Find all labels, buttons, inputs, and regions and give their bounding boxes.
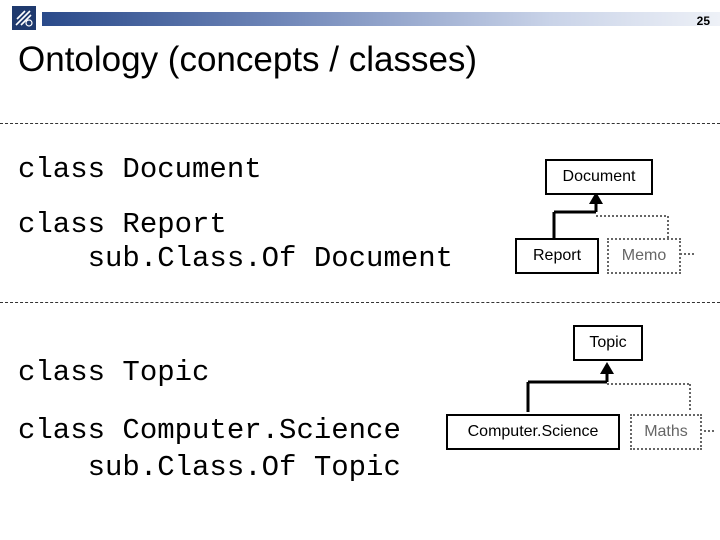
code-line-class-computer-science: class Computer.Science bbox=[18, 414, 401, 447]
page-number: 25 bbox=[696, 14, 710, 28]
logo-icon bbox=[12, 6, 36, 30]
class-node-topic: Topic bbox=[573, 325, 643, 361]
code-line-class-document: class Document bbox=[18, 153, 262, 186]
header-gradient-bar bbox=[42, 12, 720, 26]
divider-middle bbox=[0, 302, 720, 303]
inheritance-arrow-icon bbox=[600, 362, 614, 374]
code-line-class-report: class Report bbox=[18, 208, 227, 241]
class-node-memo: Memo bbox=[607, 238, 681, 274]
inheritance-arrow-icon bbox=[589, 192, 603, 204]
slide-title: Ontology (concepts / classes) bbox=[18, 40, 478, 79]
class-node-computer-science: Computer.Science bbox=[446, 414, 620, 450]
code-line-class-topic: class Topic bbox=[18, 356, 210, 389]
class-node-document: Document bbox=[545, 159, 653, 195]
divider-top bbox=[0, 123, 720, 124]
code-line-cs-subclassof: sub.Class.Of Topic bbox=[18, 451, 401, 484]
code-line-report-subclassof: sub.Class.Of Document bbox=[18, 242, 454, 275]
class-node-maths: Maths bbox=[630, 414, 702, 450]
class-node-report: Report bbox=[515, 238, 599, 274]
slide-header-bar: 25 bbox=[0, 0, 720, 34]
